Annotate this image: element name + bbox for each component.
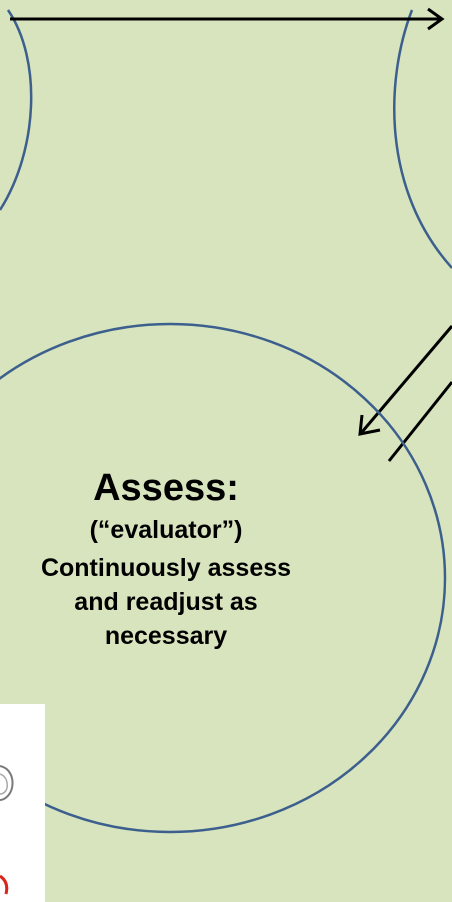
outgoing-arrow-line bbox=[387, 381, 452, 462]
photo-object-inner bbox=[0, 773, 8, 795]
assess-subtitle: (“evaluator”) bbox=[89, 516, 243, 544]
assess-label-group: Assess: (“evaluator”) Continuously asses… bbox=[35, 465, 297, 653]
right-circle-edge bbox=[393, 9, 452, 269]
photo-object-outline bbox=[0, 765, 14, 801]
assess-title: Assess: bbox=[93, 467, 239, 509]
assess-body: Continuously assess and readjust as nece… bbox=[40, 554, 292, 650]
incoming-arrow-head bbox=[358, 414, 381, 436]
left-circle-edge bbox=[0, 9, 33, 211]
incoming-arrow-line bbox=[360, 325, 452, 433]
photo-red-mark bbox=[0, 874, 9, 895]
top-arrow-head bbox=[427, 7, 445, 31]
assess-circle bbox=[0, 322, 447, 834]
photo-fragment bbox=[0, 704, 45, 902]
